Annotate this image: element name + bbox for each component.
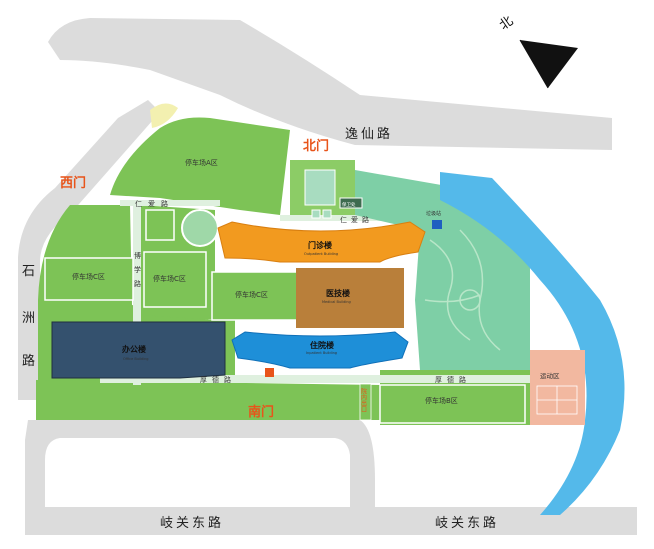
sports-courts [536, 385, 578, 415]
garbage-label: 垃圾站 [426, 210, 441, 217]
parking-label-b: 停车场B区 [425, 396, 458, 405]
parking-label-a: 停车场A区 [185, 158, 218, 167]
north-gate-structures [304, 169, 363, 219]
parking-c1-shape [44, 257, 134, 301]
gate-label-west: 西门 [60, 175, 86, 191]
road-boxue [133, 205, 141, 385]
gate-label-north: 北门 [303, 138, 329, 154]
road-label-houde-east: 厚德路 [435, 375, 471, 384]
road-label-boxue-3: 路 [134, 279, 141, 288]
parking-lots [44, 251, 526, 424]
hospital-exit-box [359, 383, 372, 421]
road-south-ring [25, 420, 375, 510]
road-label-shizhou-3: 路 [22, 353, 38, 369]
road-label-boxue-2: 学 [134, 265, 141, 274]
office-en-label: Office Building [123, 357, 149, 361]
inner-roads [100, 200, 530, 385]
inpatient-label: 住院楼 [310, 340, 334, 350]
road-qiguan [25, 507, 637, 535]
grass-south-band [36, 380, 380, 420]
road-shizhou [18, 100, 160, 400]
compass-label: 北 [497, 14, 516, 34]
corner-patch [150, 103, 178, 128]
parking-label-c1: 停车场C区 [72, 272, 105, 281]
medtech-building [296, 268, 404, 328]
grass-north [110, 117, 290, 215]
road-label-shizhou-1: 石 [22, 264, 38, 279]
road-yixian [48, 18, 612, 150]
parking-b-shape [379, 384, 526, 424]
road-label-shizhou-2: 洲 [22, 311, 38, 326]
parking-c2-shape [143, 251, 207, 308]
road-houde [100, 375, 530, 383]
road-label-renai-west: 仁爱路 [135, 199, 174, 208]
road-label-yixian: 逸仙路 [345, 126, 393, 142]
road-label-boxue-1: 博 [134, 251, 141, 260]
office-building [51, 321, 226, 379]
road-network [18, 18, 637, 535]
inpatient-en-label: Inpatient Building [306, 351, 337, 355]
hospital-exit-label: 院内出口 [360, 387, 367, 413]
gate-label-south: 南门 [248, 404, 274, 420]
road-label-qiguan-right: 岐关东路 [435, 515, 499, 531]
parking-label-c3: 停车场C区 [235, 290, 268, 299]
office-label: 办公楼 [122, 344, 146, 354]
parking-label-c2: 停车场C区 [153, 274, 186, 283]
outpatient-building [217, 221, 426, 263]
outpatient-en-label: Outpatient Building [304, 252, 338, 256]
south-gate-marker [265, 368, 274, 377]
road-label-renai-east: 仁爱路 [340, 215, 373, 224]
road-renai-e [280, 215, 430, 221]
round-plaza [181, 209, 219, 247]
road-label-qiguan-left: 岐关东路 [160, 515, 224, 531]
road-renai-w [120, 200, 220, 206]
road-label-houde-west: 厚德路 [200, 375, 236, 384]
medtech-en-label: Medical Building [322, 300, 351, 304]
inpatient-building [231, 331, 409, 369]
compass-arrow-icon [520, 40, 578, 88]
outpatient-label: 门诊楼 [308, 240, 332, 250]
sports-area [530, 350, 585, 425]
plaza-square [145, 209, 175, 241]
compass: 北 [497, 14, 578, 89]
medtech-label: 医技楼 [326, 288, 350, 298]
garbage-station-marker [432, 220, 442, 229]
guard-label: 保卫处 [342, 201, 356, 208]
river [440, 172, 625, 515]
sports-label: 运动区 [540, 372, 560, 380]
garden-paths [424, 229, 501, 351]
